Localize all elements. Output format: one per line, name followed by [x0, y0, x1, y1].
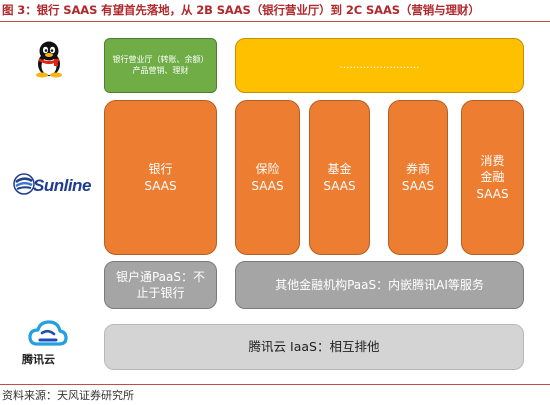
iaas-box: 腾讯云 IaaS：相互排他 — [104, 324, 524, 370]
fund-saas-text: 基金 SAAS — [323, 162, 356, 193]
bank-paas-box: 银户通PaaS：不止于银行 — [104, 261, 217, 309]
consumer-finance-saas-box: 消费 金融 SAAS — [461, 100, 524, 255]
insurance-saas-text: 保险 SAAS — [251, 162, 284, 193]
branch-products-box: 银行营业厅（转账、余额） 产品营销、理财 — [104, 38, 217, 93]
consumer-finance-saas-text: 消费 金融 SAAS — [476, 154, 509, 201]
tencent-cloud-label: 腾讯云 — [22, 353, 55, 366]
bank-saas-text: 银行 SAAS — [144, 162, 177, 193]
broker-saas-box: 券商 SAAS — [388, 100, 448, 255]
broker-saas-text: 券商 SAAS — [401, 162, 435, 193]
figure-title: 图 3：银行 SAAS 有望首先落地，从 2B SAAS（银行营业厅）到 2C … — [2, 3, 480, 17]
bottom-divider — [0, 384, 550, 385]
iaas-text: 腾讯云 IaaS：相互排他 — [248, 338, 380, 354]
consumer-placeholder-text: …………………… — [339, 59, 420, 71]
tencent-cloud-icon — [28, 320, 68, 346]
qq-penguin-icon — [36, 41, 62, 78]
sunline-swirl-icon — [13, 173, 35, 195]
branch-products-text: 银行营业厅（转账、余额） 产品营销、理财 — [112, 54, 209, 75]
other-paas-text: 其他金融机构PaaS：内嵌腾讯AI等服务 — [275, 277, 484, 292]
top-divider — [0, 21, 550, 22]
bank-paas-text: 银户通PaaS：不止于银行 — [115, 269, 206, 300]
source-note: 资料来源：天风证券研究所 — [2, 389, 134, 402]
consumer-placeholder-box: …………………… — [235, 38, 524, 93]
insurance-saas-box: 保险 SAAS — [235, 100, 300, 255]
other-paas-box: 其他金融机构PaaS：内嵌腾讯AI等服务 — [235, 261, 524, 309]
sunline-logo-text: Sunline — [33, 176, 91, 195]
fund-saas-box: 基金 SAAS — [309, 100, 370, 255]
bank-saas-box: 银行 SAAS — [104, 100, 217, 255]
